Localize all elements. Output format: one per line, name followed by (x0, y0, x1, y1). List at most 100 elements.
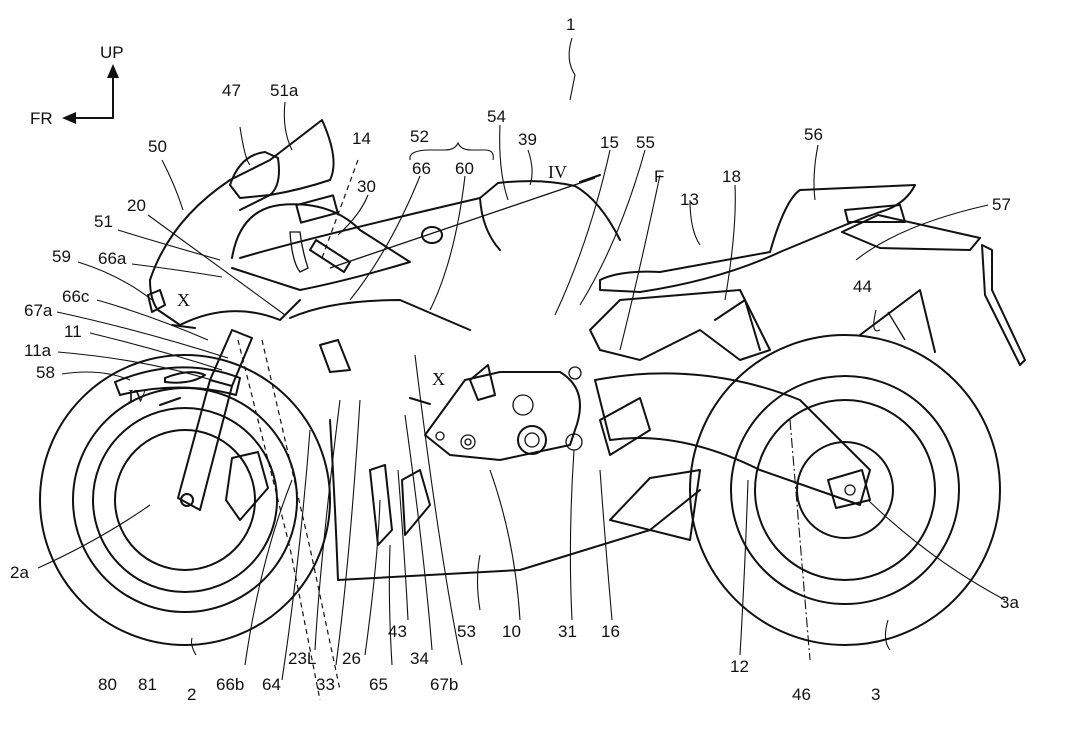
section-iv-front-label: IV (128, 386, 147, 406)
leader-55 (579, 149, 646, 306)
leader-F (619, 174, 661, 351)
leader-2 (190, 637, 197, 656)
rear-axle-block (827, 469, 871, 509)
front-fender (114, 366, 241, 396)
section-x-front-bar (171, 324, 196, 329)
front-wheel (39, 354, 331, 646)
duct-inlet (319, 339, 351, 373)
label-59: 59 (52, 247, 71, 266)
leader-66b (244, 479, 293, 666)
bolt-2-center (464, 438, 472, 446)
label-52: 52 (410, 127, 429, 146)
engine-boss (512, 394, 534, 416)
label-14: 14 (352, 129, 371, 148)
reference-line-81 (261, 339, 341, 691)
leader-43 (397, 469, 409, 621)
rear-hub (796, 441, 894, 539)
leader-57 (855, 204, 989, 261)
label-47: 47 (222, 81, 241, 100)
leader-10 (489, 469, 521, 621)
rear-hugger (859, 289, 936, 353)
fuel-tank (239, 177, 621, 269)
leader-1 (568, 37, 576, 101)
leader-66a (131, 263, 223, 278)
leader-54 (499, 124, 509, 201)
label-11a: 11a (24, 341, 52, 360)
label-2a: 2a (10, 563, 29, 582)
leader-11 (89, 332, 223, 371)
leader-58 (61, 371, 131, 381)
bolt-2 (460, 434, 476, 450)
rear-axle (844, 484, 856, 496)
fork-tube (177, 379, 233, 511)
engine (424, 364, 583, 461)
fender-slot (164, 371, 206, 384)
sprocket-center (524, 432, 540, 448)
label-58: 58 (36, 363, 55, 382)
leader-13 (689, 199, 701, 246)
label-F: F (654, 167, 664, 186)
front-brake-caliper (225, 451, 269, 521)
leader-30 (337, 194, 369, 236)
sprocket (517, 425, 547, 455)
label-20: 20 (127, 196, 146, 215)
label-65: 65 (369, 675, 388, 694)
front-hub-ring (114, 429, 256, 571)
reference-line-80 (237, 339, 321, 701)
leader-3a (867, 499, 1006, 601)
chain-line-46 (789, 419, 811, 661)
label-56: 56 (804, 125, 823, 144)
rear-tire-outer (689, 334, 1001, 646)
section-markers: X X IV IV (128, 162, 601, 406)
leader-23L (314, 399, 341, 651)
front-cowl (147, 119, 471, 331)
leader-15 (554, 149, 611, 316)
leader-lines (37, 37, 1006, 681)
handlebar-assembly (289, 159, 359, 273)
label-3a: 3a (1000, 593, 1019, 612)
leader-44 (873, 309, 881, 332)
leader-66 (349, 175, 421, 301)
cowl-lower-edge (149, 279, 301, 326)
bolt-1 (435, 431, 445, 441)
section-iv-front-bar (159, 397, 181, 406)
leader-64 (281, 429, 311, 681)
air-duct-left (369, 464, 393, 546)
shock-link (714, 299, 761, 351)
tank-hole (421, 226, 443, 244)
leader-18 (724, 184, 736, 301)
label-12: 12 (730, 657, 749, 676)
label-23L: 23L (288, 649, 316, 668)
leader-11a (57, 351, 219, 383)
front-rim (92, 407, 278, 593)
label-54: 54 (487, 107, 506, 126)
front-tire-inner (72, 387, 298, 613)
leader-20 (147, 214, 286, 316)
label-57: 57 (992, 195, 1011, 214)
swing-arm (594, 372, 871, 506)
front-arrow-head (62, 112, 76, 124)
leader-50 (161, 159, 184, 211)
headlight-duct (147, 289, 166, 313)
label-43: 43 (388, 622, 407, 641)
label-13: 13 (680, 190, 699, 209)
leader-2a (37, 504, 151, 569)
front-tire-outer (39, 354, 331, 646)
label-39: 39 (518, 130, 537, 149)
leader-47 (239, 126, 251, 166)
pivot-frame (589, 289, 771, 361)
engine-small-boss (568, 366, 582, 380)
label-2: 2 (187, 685, 196, 704)
windscreen (149, 119, 335, 281)
leader-53 (476, 554, 481, 611)
label-66: 66 (412, 159, 431, 178)
brake-lever (289, 231, 309, 273)
fork-upper (209, 329, 253, 387)
leader-33 (335, 399, 361, 666)
label-31: 31 (558, 622, 577, 641)
label-67a: 67a (24, 301, 53, 320)
seat (599, 184, 916, 293)
section-x-rear-label: X (432, 369, 445, 389)
leader-3 (884, 619, 891, 651)
